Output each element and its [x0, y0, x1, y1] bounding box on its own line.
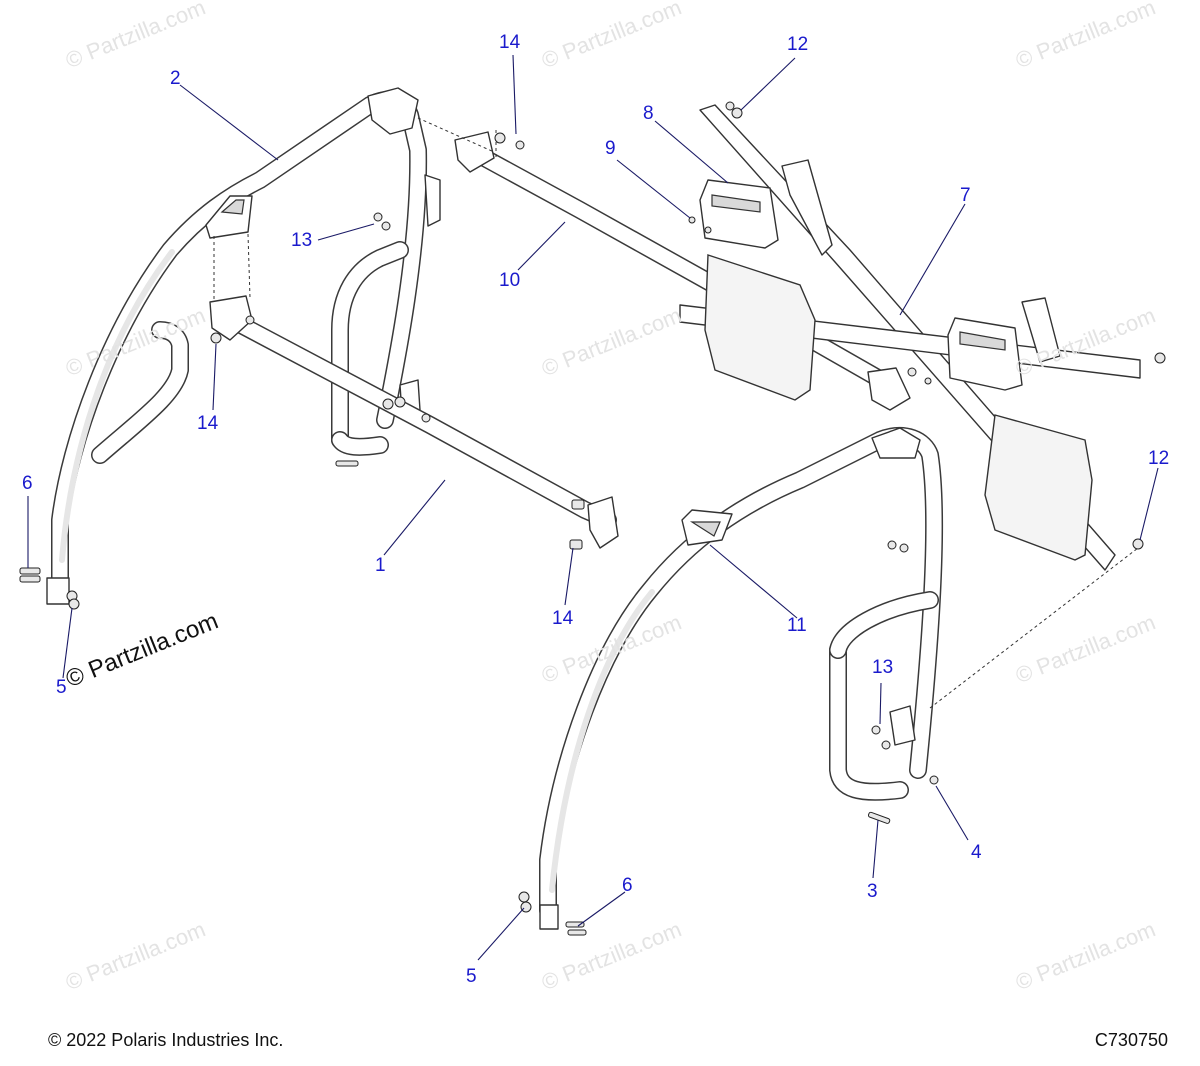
callout-10: 10 [499, 270, 521, 291]
hardware [19, 101, 1166, 936]
callout-12: 12 [1148, 448, 1170, 469]
callout-9: 9 [605, 138, 616, 159]
leader-lines [27, 54, 1159, 961]
callout-4: 4 [971, 842, 982, 863]
callout-14: 14 [197, 413, 219, 434]
callout-11: 11 [787, 615, 807, 636]
callout-8: 8 [643, 103, 654, 124]
part-1-lower-cross-tube [209, 295, 619, 549]
callout-14: 14 [552, 608, 574, 629]
callout-1: 1 [375, 555, 386, 576]
callout-6: 6 [22, 473, 33, 494]
diagram-code: C730750 [1094, 1030, 1168, 1050]
part-7-rear-frame [679, 104, 1141, 571]
part-2-front-hoop [46, 87, 441, 605]
callout-13: 13 [291, 230, 313, 251]
part-11-rear-hoop [539, 427, 944, 930]
callout-3: 3 [867, 881, 878, 902]
part-8-module [699, 179, 1023, 391]
assembly-guide-lines [213, 117, 1139, 709]
callout-2: 2 [170, 68, 181, 89]
callout-7: 7 [960, 185, 971, 206]
callout-5: 5 [466, 966, 477, 987]
callout-14: 14 [499, 32, 521, 53]
part-10-upper-cross-tube [454, 131, 911, 411]
callout-13: 13 [872, 657, 894, 678]
callout-6: 6 [622, 875, 633, 896]
copyright-notice: © 2022 Polaris Industries Inc. [48, 1030, 284, 1050]
callout-12: 12 [787, 34, 809, 55]
callout-5: 5 [56, 677, 67, 698]
